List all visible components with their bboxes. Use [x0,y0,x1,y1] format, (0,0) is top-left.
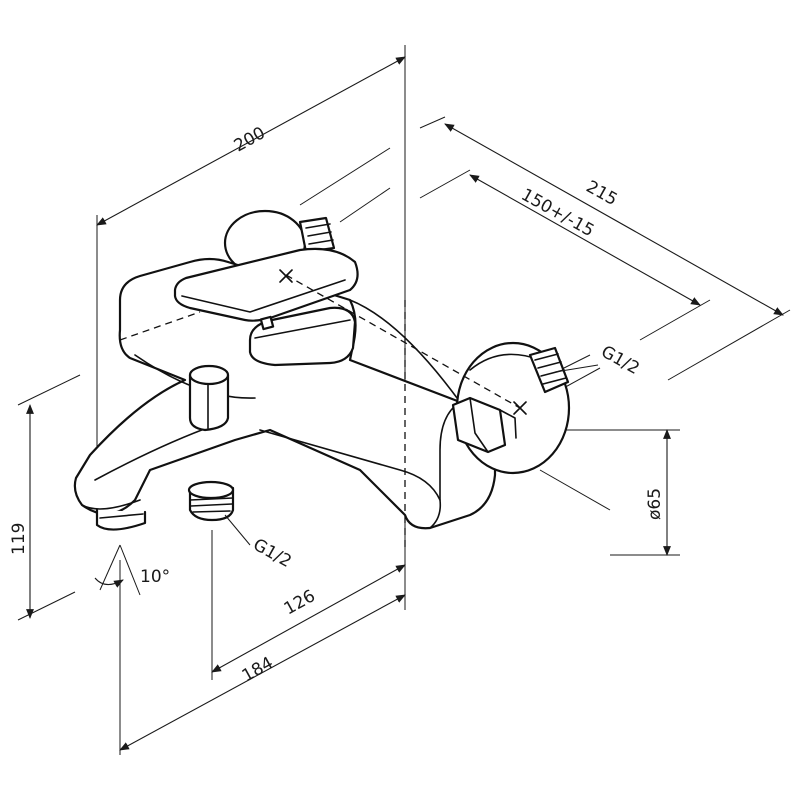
dimension-lines [26,56,784,751]
dimension-line-126 [211,564,406,673]
dimension-line-150 [469,174,701,306]
angle-arc [94,577,124,588]
wall-flange-connector [451,341,571,475]
label-184: 184 [239,653,277,686]
diverter-knob [188,364,230,432]
label-angle: 10° [140,567,170,587]
label-126: 126 [281,586,319,619]
lever-handle [173,247,359,367]
leader-lines [224,364,599,546]
label-thread-wall: G1/2 [598,342,643,379]
label-200: 200 [231,123,269,156]
dimension-line-200 [96,56,406,226]
dimension-line-215 [444,123,784,316]
outlet-connector [187,480,235,522]
dimension-line-184 [119,594,406,751]
label-thread-outlet: G1/2 [250,535,295,572]
center-lines [119,269,527,550]
spout-aerator [95,508,147,531]
label-65: ø65 [645,488,665,520]
label-119: 119 [9,523,29,555]
